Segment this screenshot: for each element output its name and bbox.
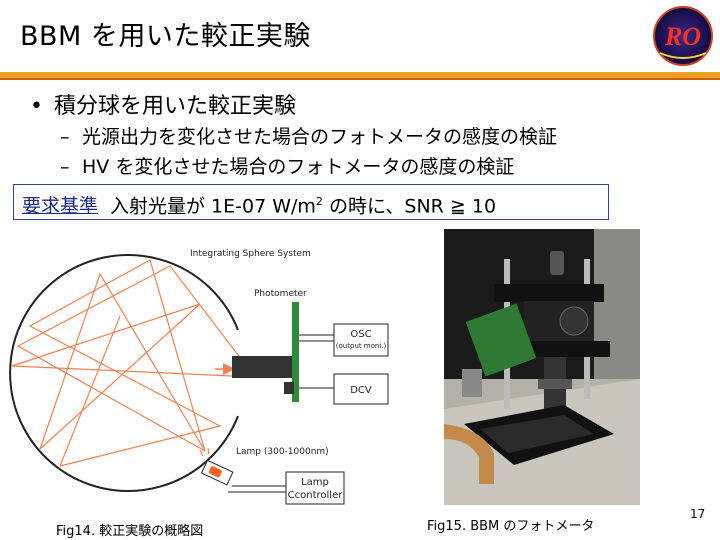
bullet-marker: • [30,94,43,119]
sub-bullet-text: HV を変化させた場合のフォトメータの感度の検証 [82,156,515,178]
photometer-chip [284,382,294,394]
requirement-superscript: 2 [315,195,323,208]
sub-bullet: –光源出力を変化させた場合のフォトメータの感度の検証 [60,122,557,149]
controller-label-line2: Ccontroller [288,490,344,501]
requirement-label: 要求基準 [22,195,99,218]
dcv-box [333,373,389,405]
requirement-box: 要求基準入射光量が 1E-07 W/m2 の時に、SNR ≧ 10 [13,184,609,220]
setup-diagram: Integrating Sphere System Photometer OSC… [9,249,389,505]
sub-bullet-marker: – [60,156,70,178]
photometer-photo [444,229,640,505]
fig14-caption: Fig14. 較正実験の概略図 [56,524,204,539]
main-bullet: • 積分球を用いた較正実験 [30,88,296,120]
lamp-glow [199,449,204,457]
requirement-text: 入射光量が 1E-07 W/m [110,195,316,218]
osc-box [333,323,389,357]
sub-bullet: –HV を変化させた場合のフォトメータの感度の検証 [60,152,514,179]
title-divider [0,72,720,80]
sub-bullet-marker: – [60,126,70,148]
photometer-label: Photometer [254,289,307,299]
lamp [200,459,234,486]
integrating-sphere [9,254,239,492]
dcv-label: DCV [350,385,372,396]
sphere-label: Integrating Sphere System [190,249,311,259]
osc-sub-label: (output moni.) [336,342,387,350]
logo-text: RO [664,22,701,51]
slide-title: BBM を用いた較正実験 [20,21,311,52]
osc-label: OSC [350,329,371,340]
lamp-controller-box [285,471,345,505]
sub-bullet-text: 光源出力を変化させた場合のフォトメータの感度の検証 [82,126,558,148]
requirement-text-end: の時に、SNR ≧ 10 [322,195,497,218]
photometer-housing [232,356,294,378]
lamp-glow [207,447,210,455]
page-number: 17 [690,507,706,521]
photometer-board [292,302,299,402]
controller-label-line1: Lamp [301,477,329,488]
lab-logo: RO [653,6,713,66]
light-rays [11,259,246,467]
main-bullet-text: 積分球を用いた較正実験 [54,94,297,119]
lamp-label: Lamp (300-1000nm) [236,447,329,457]
fig15-caption: Fig15. BBM のフォトメータ [427,519,595,534]
